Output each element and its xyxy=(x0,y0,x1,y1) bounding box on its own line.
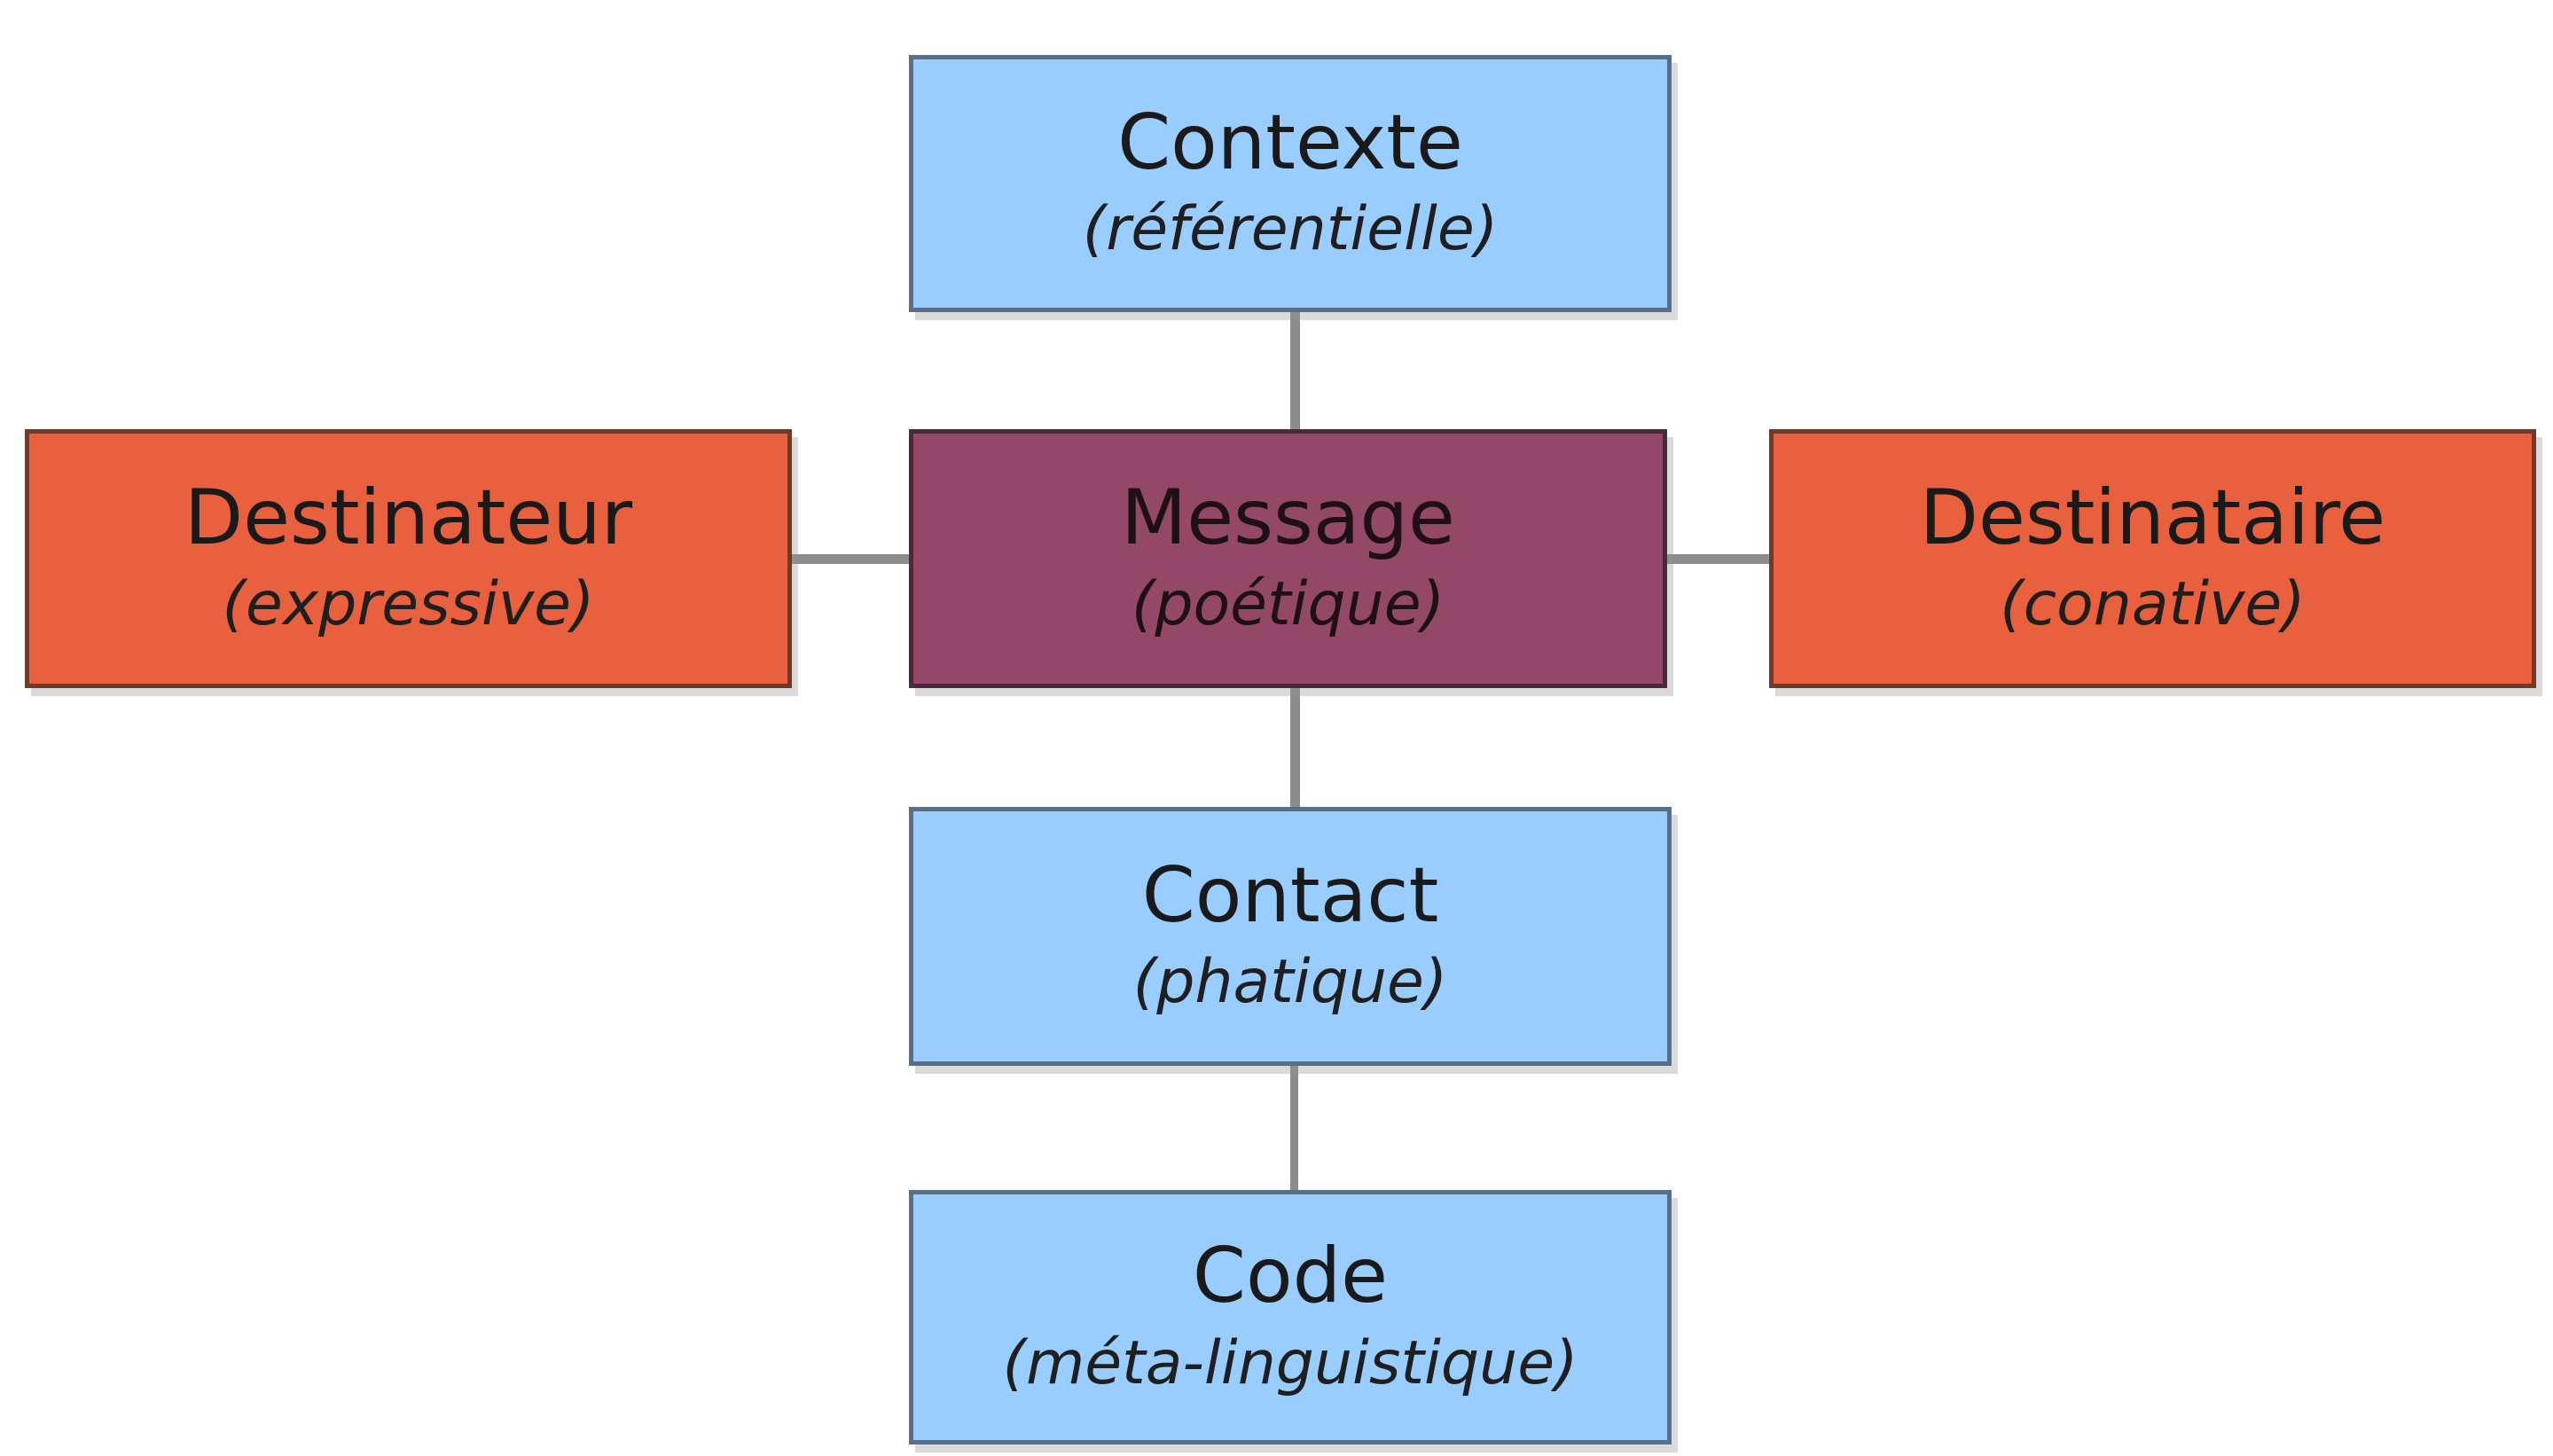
connector-contact-code xyxy=(1290,1064,1298,1193)
contact-box: Contact (phatique) xyxy=(909,807,1672,1066)
message-box: Message (poétique) xyxy=(909,429,1667,688)
contexte-title: Contexte xyxy=(1117,98,1463,187)
message-function: (poétique) xyxy=(1131,569,1445,640)
code-title: Code xyxy=(1192,1232,1389,1321)
destinateur-function: (expressive) xyxy=(222,569,595,640)
contexte-function: (référentielle) xyxy=(1082,194,1499,265)
connector-message-contact xyxy=(1290,687,1300,811)
destinataire-function: (conative) xyxy=(2000,569,2306,640)
contact-title: Contact xyxy=(1141,850,1439,940)
connector-contexte-message xyxy=(1290,310,1300,434)
destinataire-box: Destinataire (conative) xyxy=(1769,429,2536,688)
code-function: (méta-linguistique) xyxy=(1002,1327,1578,1398)
message-title: Message xyxy=(1121,473,1455,562)
connector-destinateur-message xyxy=(789,554,913,564)
destinataire-title: Destinataire xyxy=(1919,473,2386,562)
code-box: Code (méta-linguistique) xyxy=(909,1190,1672,1444)
contact-function: (phatique) xyxy=(1132,947,1448,1018)
contexte-box: Contexte (référentielle) xyxy=(909,55,1672,312)
connector-message-destinataire xyxy=(1667,554,1774,564)
destinateur-title: Destinateur xyxy=(184,473,633,562)
destinateur-box: Destinateur (expressive) xyxy=(25,429,792,688)
